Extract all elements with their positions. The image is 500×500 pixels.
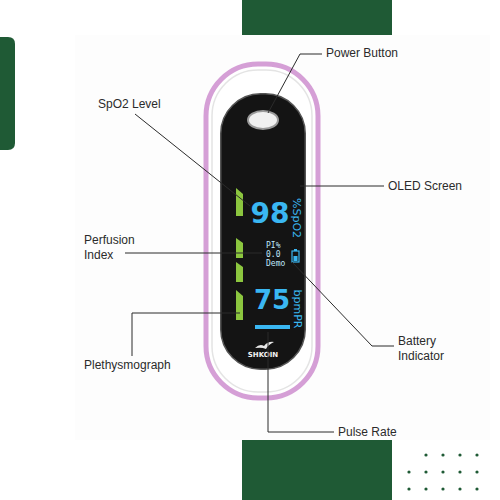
callout-label: OLED Screen	[388, 179, 462, 194]
battery-cap	[294, 249, 297, 251]
pleth-bar	[236, 188, 243, 216]
screen-outline	[221, 94, 306, 370]
screen-reading: SHKOIN	[248, 352, 278, 359]
decor-dot	[475, 487, 478, 490]
leader-line	[268, 332, 334, 432]
screen-reading: 98	[251, 200, 290, 228]
decor-dot	[441, 487, 444, 490]
decor-dots	[407, 453, 478, 490]
decor-dot	[475, 470, 478, 473]
leader-line	[300, 186, 384, 187]
leader-lines	[125, 54, 394, 432]
decor-dot	[458, 487, 461, 490]
callout-label: Power Button	[326, 46, 398, 61]
brand-logo	[255, 342, 274, 349]
pleth-bar	[236, 290, 243, 320]
pulse-bar	[255, 325, 290, 329]
plethysmograph-bars	[236, 188, 243, 320]
decor-dot	[424, 470, 427, 473]
callout-label: Plethysmograph	[84, 358, 171, 373]
decor-dot	[424, 487, 427, 490]
callout-label: Pulse Rate	[338, 425, 397, 440]
callout-label: Perfusion Index	[84, 233, 146, 263]
screen-reading: bpmPR	[292, 290, 303, 329]
decor-dot	[407, 470, 410, 473]
decor-bar	[242, 440, 392, 500]
leader-line	[135, 114, 250, 206]
body-edge	[212, 70, 312, 392]
decor-dot	[407, 487, 410, 490]
screen-reading: PI% 0.0 Demo	[266, 241, 290, 268]
decor-dot	[458, 470, 461, 473]
pleth-bar	[236, 262, 243, 282]
image-panel	[75, 35, 490, 440]
callout-label: Battery Indicator	[398, 334, 460, 364]
screen-reading: %SpO2	[291, 198, 302, 238]
battery-level	[294, 256, 298, 261]
pleth-bar	[236, 238, 243, 258]
decor-dot	[424, 453, 427, 456]
callout-label: SpO2 Level	[98, 97, 161, 112]
decor-dot	[458, 453, 461, 456]
leader-line	[125, 253, 262, 254]
oled-screen: 98%SpO2PI% 0.0 Demo 75bpmPR SHKOIN	[220, 93, 306, 370]
oximeter-body	[206, 64, 318, 398]
decor-bar	[242, 0, 392, 35]
decor-bar	[0, 37, 15, 150]
power-button	[248, 111, 278, 129]
leader-line	[268, 54, 322, 113]
leader-line	[292, 262, 394, 346]
battery-icon	[292, 251, 299, 262]
decor-dot	[441, 470, 444, 473]
decor-dot	[475, 453, 478, 456]
decor-dot	[441, 453, 444, 456]
screen-reading: 75	[254, 287, 290, 313]
leader-line	[132, 313, 240, 356]
